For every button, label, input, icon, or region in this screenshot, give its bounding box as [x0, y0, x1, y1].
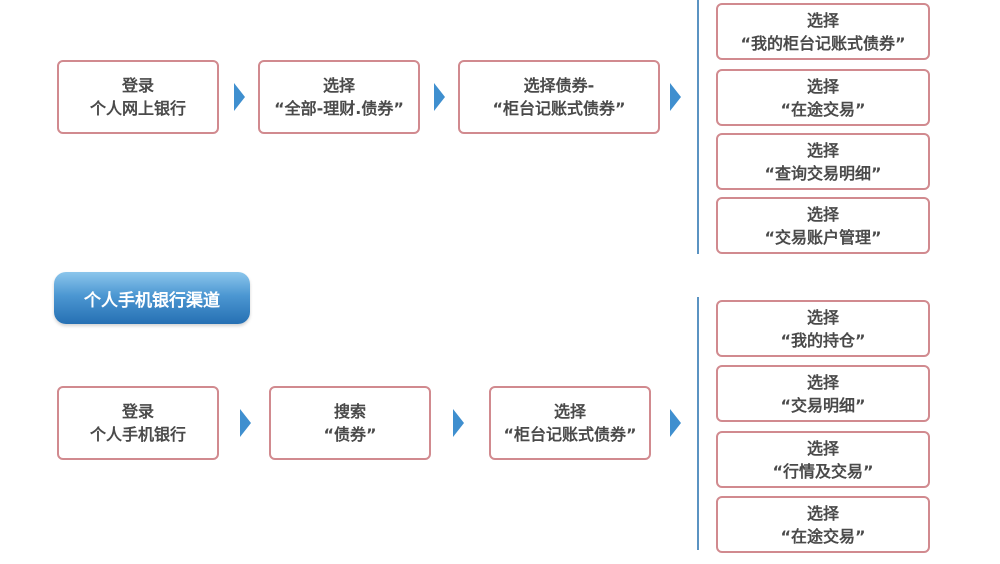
option-line1: 选择 [806, 372, 839, 392]
online-step-select-category: 选择 “全部-理财.债券” [258, 60, 420, 134]
arrow-right-icon [434, 83, 445, 111]
mobile-channel-header: 个人手机银行渠道 [54, 272, 250, 324]
mobile-options-bracket-line [697, 297, 699, 550]
mobile-option-pending-trades: 选择 “在途交易” [716, 496, 930, 553]
step-line1: 登录 [121, 76, 154, 95]
online-option-account-management: 选择 “交易账户管理” [716, 197, 930, 254]
step-line2: 个人手机银行 [89, 425, 186, 444]
option-line1: 选择 [806, 76, 839, 96]
mobile-step-login: 登录 个人手机银行 [57, 386, 219, 460]
option-line2: “在途交易” [780, 526, 866, 546]
mobile-option-my-holdings: 选择 “我的持仓” [716, 300, 930, 357]
online-option-trade-details: 选择 “查询交易明细” [716, 133, 930, 190]
step-line1: 选择债券- [523, 76, 595, 95]
online-option-my-bonds: 选择 “我的柜台记账式债券” [716, 3, 930, 60]
step-line2: 个人网上银行 [89, 99, 186, 118]
option-line1: 选择 [806, 10, 839, 30]
option-line2: “行情及交易” [772, 461, 874, 481]
online-options-bracket-line [697, 0, 699, 254]
mobile-step-search: 搜索 “债券” [269, 386, 431, 460]
step-line1: 选择 [553, 402, 586, 421]
arrow-right-icon [240, 409, 251, 437]
step-line1: 搜索 [333, 402, 366, 421]
mobile-option-quotes-and-trading: 选择 “行情及交易” [716, 431, 930, 488]
arrow-right-icon [670, 409, 681, 437]
online-step-select-bond: 选择债券- “柜台记账式债券” [458, 60, 660, 134]
step-line2: “债券” [323, 425, 377, 444]
option-line2: “查询交易明细” [764, 163, 882, 183]
option-line1: 选择 [806, 438, 839, 458]
step-line2: “柜台记账式债券” [492, 99, 626, 118]
option-line1: 选择 [806, 140, 839, 160]
option-line1: 选择 [806, 204, 839, 224]
online-step-login: 登录 个人网上银行 [57, 60, 219, 134]
arrow-right-icon [234, 83, 245, 111]
option-line2: “交易明细” [780, 395, 866, 415]
step-line2: “柜台记账式债券” [503, 425, 637, 444]
option-line2: “交易账户管理” [764, 227, 882, 247]
arrow-right-icon [670, 83, 681, 111]
mobile-option-trade-details: 选择 “交易明细” [716, 365, 930, 422]
option-line2: “在途交易” [780, 99, 866, 119]
online-option-pending-trades: 选择 “在途交易” [716, 69, 930, 126]
step-line2: “全部-理财.债券” [274, 99, 404, 118]
step-line1: 登录 [121, 402, 154, 421]
mobile-step-select-bond: 选择 “柜台记账式债券” [489, 386, 651, 460]
arrow-right-icon [453, 409, 464, 437]
step-line1: 选择 [322, 76, 355, 95]
option-line2: “我的持仓” [780, 330, 866, 350]
option-line2: “我的柜台记账式债券” [740, 33, 906, 53]
option-line1: 选择 [806, 307, 839, 327]
option-line1: 选择 [806, 503, 839, 523]
